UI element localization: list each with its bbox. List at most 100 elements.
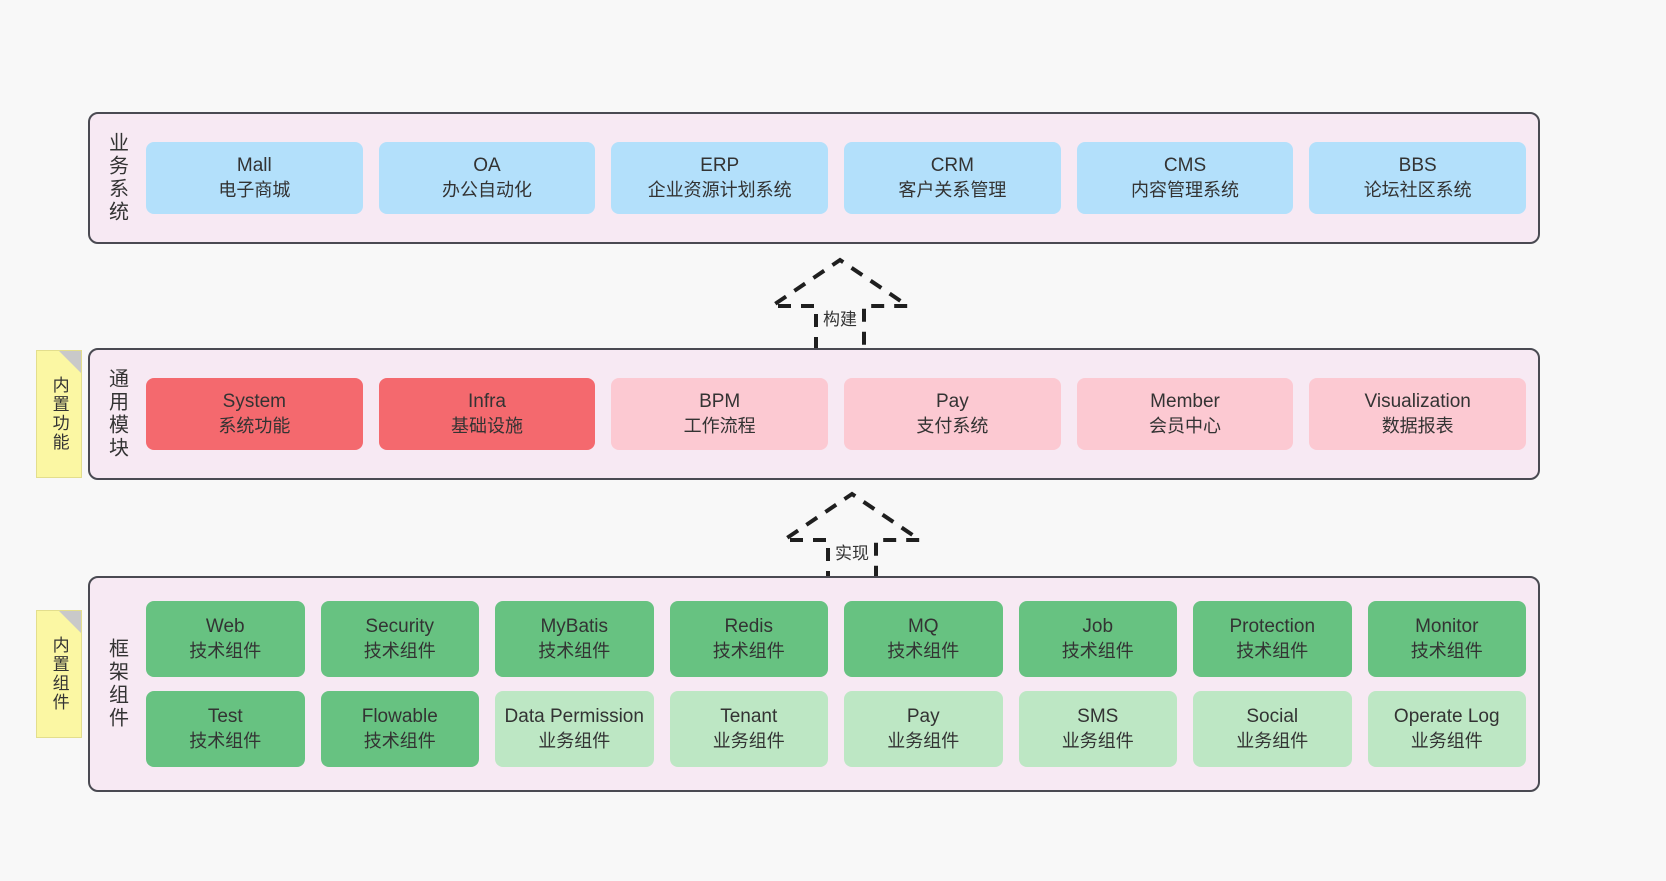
card-subtitle: 会员中心 <box>1149 415 1222 436</box>
section-label-text: 业务系统 <box>105 132 128 224</box>
card-crm[interactable]: CRM 客户关系管理 <box>844 142 1061 214</box>
card-mybatis[interactable]: MyBatis 技术组件 <box>495 601 654 677</box>
card-subtitle: 业务组件 <box>1236 730 1309 751</box>
card-subtitle: 技术组件 <box>363 730 436 751</box>
card-data-permission[interactable]: Data Permission 业务组件 <box>495 691 654 767</box>
card-visualization[interactable]: Visualization 数据报表 <box>1309 378 1527 450</box>
sticky-note-builtin-features: 内置功能 <box>36 350 82 478</box>
section-body-common-modules: System 系统功能 Infra 基础设施 BPM 工作流程 Pay 支付系统… <box>142 350 1538 478</box>
card-bbs[interactable]: BBS 论坛社区系统 <box>1309 142 1527 214</box>
card-title: Test <box>207 706 243 728</box>
card-sms[interactable]: SMS 业务组件 <box>1018 691 1177 767</box>
card-title: Security <box>365 616 435 638</box>
card-subtitle: 论坛社区系统 <box>1363 179 1472 200</box>
connector-build: 构建 <box>760 254 920 350</box>
sticky-note-text: 内置功能 <box>49 376 69 452</box>
card-subtitle: 客户关系管理 <box>898 179 1007 200</box>
card-mall[interactable]: Mall 电子商城 <box>146 142 363 214</box>
card-title: Social <box>1246 706 1299 728</box>
card-infra[interactable]: Infra 基础设施 <box>378 378 596 450</box>
card-mq[interactable]: MQ 技术组件 <box>844 601 1003 677</box>
card-flowable[interactable]: Flowable 技术组件 <box>320 691 479 767</box>
card-subtitle: 数据报表 <box>1381 415 1454 436</box>
card-subtitle: 企业资源计划系统 <box>647 179 792 200</box>
card-subtitle: 技术组件 <box>1061 640 1134 661</box>
section-body-framework-components: Web 技术组件 Security 技术组件 MyBatis 技术组件 Redi… <box>142 578 1538 790</box>
sticky-note-text: 内置组件 <box>49 636 69 712</box>
card-row: Test 技术组件 Flowable 技术组件 Data Permission … <box>146 691 1526 767</box>
card-title: Visualization <box>1364 391 1471 413</box>
section-label-text: 通用模块 <box>105 368 128 460</box>
card-test[interactable]: Test 技术组件 <box>146 691 305 767</box>
card-redis[interactable]: Redis 技术组件 <box>669 601 828 677</box>
card-title: Job <box>1082 616 1114 638</box>
card-title: Pay <box>935 391 969 413</box>
card-title: Redis <box>724 616 774 638</box>
card-subtitle: 业务组件 <box>1061 730 1134 751</box>
card-social[interactable]: Social 业务组件 <box>1193 691 1352 767</box>
section-framework-components: 框架组件 Web 技术组件 Security 技术组件 MyBatis 技术组件… <box>88 576 1540 792</box>
sticky-fold-icon <box>59 351 81 373</box>
section-body-business-systems: Mall 电子商城 OA 办公自动化 ERP 企业资源计划系统 CRM 客户关系… <box>142 114 1538 242</box>
card-subtitle: 业务组件 <box>712 730 785 751</box>
card-title: Infra <box>467 391 507 413</box>
card-subtitle: 基础设施 <box>451 415 523 436</box>
card-subtitle: 技术组件 <box>1236 640 1309 661</box>
card-pay-module[interactable]: Pay 支付系统 <box>844 378 1061 450</box>
card-subtitle: 技术组件 <box>189 730 262 751</box>
card-row: Mall 电子商城 OA 办公自动化 ERP 企业资源计划系统 CRM 客户关系… <box>146 142 1527 214</box>
card-subtitle: 办公自动化 <box>442 179 532 200</box>
connector-implement: 实现 <box>772 488 932 584</box>
section-label-common-modules: 通用模块 <box>90 350 142 478</box>
card-system[interactable]: System 系统功能 <box>146 378 363 450</box>
card-operate-log[interactable]: Operate Log 业务组件 <box>1367 691 1526 767</box>
card-cms[interactable]: CMS 内容管理系统 <box>1076 142 1294 214</box>
card-subtitle: 技术组件 <box>363 640 436 661</box>
card-subtitle: 业务组件 <box>887 730 960 751</box>
card-title: OA <box>473 155 501 177</box>
card-monitor[interactable]: Monitor 技术组件 <box>1367 601 1526 677</box>
card-title: Monitor <box>1415 616 1479 638</box>
section-business-systems: 业务系统 Mall 电子商城 OA 办公自动化 ERP 企业资源计划系统 CRM <box>88 112 1540 244</box>
card-subtitle: 技术组件 <box>887 640 960 661</box>
section-label-framework-components: 框架组件 <box>90 578 142 790</box>
card-job[interactable]: Job 技术组件 <box>1018 601 1177 677</box>
card-subtitle: 技术组件 <box>189 640 262 661</box>
card-title: Mall <box>236 155 272 177</box>
card-erp[interactable]: ERP 企业资源计划系统 <box>611 142 829 214</box>
section-common-modules: 通用模块 System 系统功能 Infra 基础设施 BPM 工作流程 Pay <box>88 348 1540 480</box>
card-bpm[interactable]: BPM 工作流程 <box>611 378 829 450</box>
card-title: CMS <box>1163 155 1207 177</box>
card-web[interactable]: Web 技术组件 <box>146 601 305 677</box>
card-title: Flowable <box>361 706 438 728</box>
card-title: Pay <box>906 706 940 728</box>
card-oa[interactable]: OA 办公自动化 <box>378 142 596 214</box>
card-protection[interactable]: Protection 技术组件 <box>1193 601 1352 677</box>
card-title: Web <box>205 616 245 638</box>
card-title: BBS <box>1398 155 1437 177</box>
card-member[interactable]: Member 会员中心 <box>1076 378 1294 450</box>
sticky-note-builtin-components: 内置组件 <box>36 610 82 738</box>
card-row: System 系统功能 Infra 基础设施 BPM 工作流程 Pay 支付系统… <box>146 378 1527 450</box>
card-subtitle: 工作流程 <box>683 415 756 436</box>
dashed-up-arrow-icon <box>777 491 927 584</box>
card-subtitle: 业务组件 <box>538 730 611 751</box>
card-subtitle: 电子商城 <box>218 179 291 200</box>
card-title: SMS <box>1077 706 1119 728</box>
card-subtitle: 业务组件 <box>1410 730 1483 751</box>
card-title: Tenant <box>720 706 778 728</box>
card-title: MyBatis <box>540 616 609 638</box>
card-subtitle: 系统功能 <box>218 415 291 436</box>
card-tenant[interactable]: Tenant 业务组件 <box>669 691 828 767</box>
card-pay-component[interactable]: Pay 业务组件 <box>844 691 1003 767</box>
card-row: Web 技术组件 Security 技术组件 MyBatis 技术组件 Redi… <box>146 601 1526 677</box>
section-label-text: 框架组件 <box>105 638 128 730</box>
card-title: Operate Log <box>1393 706 1500 728</box>
card-title: CRM <box>930 155 974 177</box>
card-title: BPM <box>699 391 741 413</box>
sticky-fold-icon <box>59 611 81 633</box>
card-subtitle: 内容管理系统 <box>1131 179 1240 200</box>
card-security[interactable]: Security 技术组件 <box>320 601 479 677</box>
card-title: System <box>222 391 287 413</box>
